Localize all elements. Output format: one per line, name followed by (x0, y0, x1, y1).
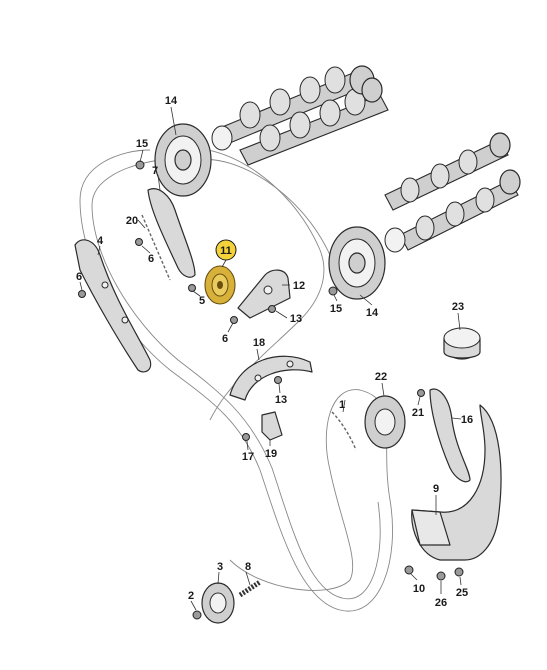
callout-9: 9 (433, 483, 439, 495)
callout-6a: 6 (76, 271, 82, 283)
camshaft-sprocket-lower (328, 226, 386, 300)
callout-14b: 14 (366, 307, 379, 319)
callout-5: 5 (199, 295, 205, 307)
callout-23: 23 (452, 301, 464, 313)
callout-14a: 14 (165, 95, 178, 107)
camshaft-pair-front (384, 132, 521, 253)
callout-10: 10 (413, 583, 425, 595)
callout-15a: 15 (136, 138, 148, 150)
callout-4: 4 (97, 235, 104, 247)
callout-3: 3 (217, 561, 223, 573)
spring (238, 579, 262, 598)
callout-13b: 13 (275, 394, 287, 406)
slide-rail-middle (229, 355, 313, 401)
callout-8: 8 (245, 561, 251, 573)
callout-7: 7 (152, 165, 158, 177)
bracket (261, 411, 283, 441)
camshaft-sprocket-upper (154, 123, 212, 197)
callout-6b: 6 (148, 253, 154, 265)
callout-15b: 15 (330, 303, 342, 315)
leader-lines (79, 106, 462, 611)
callout-6c: 6 (222, 333, 228, 345)
bolts (78, 160, 464, 620)
intermediate-sprocket-highlighted (204, 265, 236, 305)
callout-20: 20 (126, 215, 138, 227)
tensioner-rail-lower (411, 404, 502, 561)
crankshaft-sprocket-lower (201, 582, 235, 624)
chain-roller (443, 327, 481, 360)
callout-2: 2 (188, 590, 194, 602)
callout-19: 19 (265, 448, 277, 460)
callout-12: 12 (293, 280, 305, 292)
callout-16: 16 (461, 414, 473, 426)
callout-22: 22 (375, 371, 387, 383)
highlight-circle (215, 239, 237, 261)
guide-rail-right (429, 388, 471, 483)
chain-segment (331, 411, 357, 451)
chain-tensioner (237, 269, 291, 319)
guide-rail-left (74, 239, 152, 373)
callout-1: 1 (339, 399, 345, 411)
callout-17: 17 (242, 451, 254, 463)
chain-tensioner-rail-upper (141, 188, 196, 281)
callout-26: 26 (435, 597, 447, 609)
callout-13a: 13 (290, 313, 302, 325)
callout-11: 11 (220, 245, 232, 257)
callout-21: 21 (412, 407, 424, 419)
crankshaft-sprocket-upper (364, 395, 406, 449)
callout-labels: 1 2 3 4 5 6 6 6 7 8 9 10 11 12 13 13 14 … (76, 95, 473, 609)
callout-18: 18 (253, 337, 265, 349)
camshaft-pair-rear (211, 65, 389, 166)
callout-25: 25 (456, 587, 468, 599)
